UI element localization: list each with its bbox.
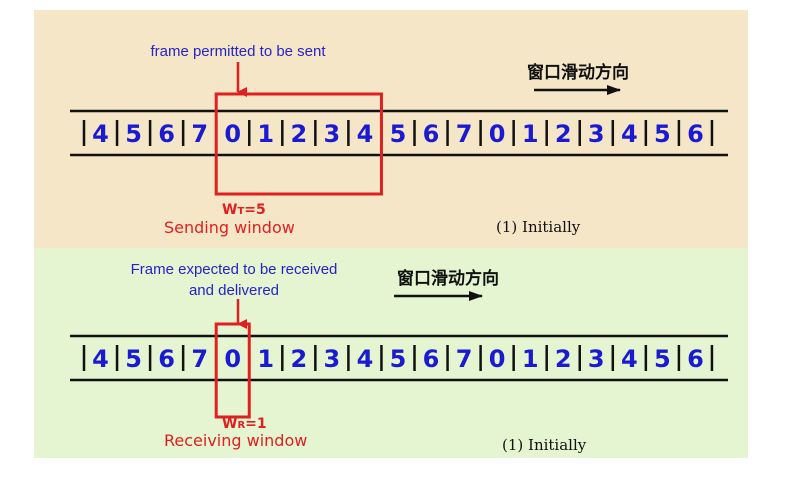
receiving-sequence-number: 3	[588, 345, 605, 373]
receiving-window-name: Receiving window	[164, 431, 307, 450]
receiving-annotation-line1: Frame expected to be received	[131, 261, 338, 278]
sending-sequence-number: 6	[423, 120, 440, 148]
sending-sequence-number: 2	[290, 120, 307, 148]
receiving-sequence-number: 5	[125, 345, 142, 373]
sending-sequence-number: 0	[489, 120, 506, 148]
sending-sequence-number: 0	[224, 120, 241, 148]
sending-annotation: frame permitted to be sent	[150, 43, 326, 60]
receiving-sequence-number: 3	[324, 345, 341, 373]
receiving-sequence-number: 6	[158, 345, 175, 373]
receiving-sequence-number: 0	[224, 345, 241, 373]
sending-sequence-number: 6	[158, 120, 175, 148]
sending-sequence-number: 2	[555, 120, 572, 148]
sending-panel-background	[34, 10, 748, 248]
receiving-sequence-number: 0	[489, 345, 506, 373]
sending-direction-label: 窗口滑动方向	[527, 62, 629, 83]
sending-sequence-number: 5	[654, 120, 671, 148]
sending-sequence-number: 5	[390, 120, 407, 148]
sending-sequence-number: 3	[324, 120, 341, 148]
sending-sequence-number: 4	[92, 120, 109, 148]
sending-sequence-number: 1	[257, 120, 274, 148]
receiving-window-size-label: WR=1	[222, 416, 267, 432]
receiving-sequence-number: 6	[423, 345, 440, 373]
receiving-sequence-number: 1	[257, 345, 274, 373]
sending-sequence-number: 7	[456, 120, 473, 148]
sending-sequence-number: 1	[522, 120, 539, 148]
receiving-sequence-number: 5	[390, 345, 407, 373]
sending-sequence-number: 4	[357, 120, 374, 148]
sending-sequence-number: 5	[125, 120, 142, 148]
receiving-sequence-number: 2	[555, 345, 572, 373]
sending-sequence-number: 3	[588, 120, 605, 148]
receiving-sequence-number: 4	[92, 345, 109, 373]
sending-sequence-number: 7	[191, 120, 208, 148]
receiving-panel-background	[34, 248, 748, 458]
receiving-sequence-number: 4	[357, 345, 374, 373]
receiving-sequence-number: 5	[654, 345, 671, 373]
sending-window-box	[214, 92, 383, 196]
receiving-sequence-number: 6	[687, 345, 704, 373]
sending-sequence-number: 4	[621, 120, 638, 148]
receiving-caption: (1) Initially	[502, 436, 587, 454]
receiving-direction-label: 窗口滑动方向	[397, 268, 499, 289]
receiving-sequence-number: 4	[621, 345, 638, 373]
sending-sequence-number: 6	[687, 120, 704, 148]
sending-window-name: Sending window	[164, 218, 295, 237]
receiving-window-box	[214, 322, 251, 419]
receiving-annotation-line2: and delivered	[189, 282, 279, 299]
sending-window-size-label: WT=5	[222, 202, 266, 218]
receiving-sequence-number: 7	[456, 345, 473, 373]
receiving-sequence-number: 2	[290, 345, 307, 373]
receiving-sequence-number: 1	[522, 345, 539, 373]
receiving-sequence-number: 7	[191, 345, 208, 373]
receiving-panel: Frame expected to be received and delive…	[34, 248, 748, 458]
sending-caption: (1) Initially	[496, 218, 581, 236]
